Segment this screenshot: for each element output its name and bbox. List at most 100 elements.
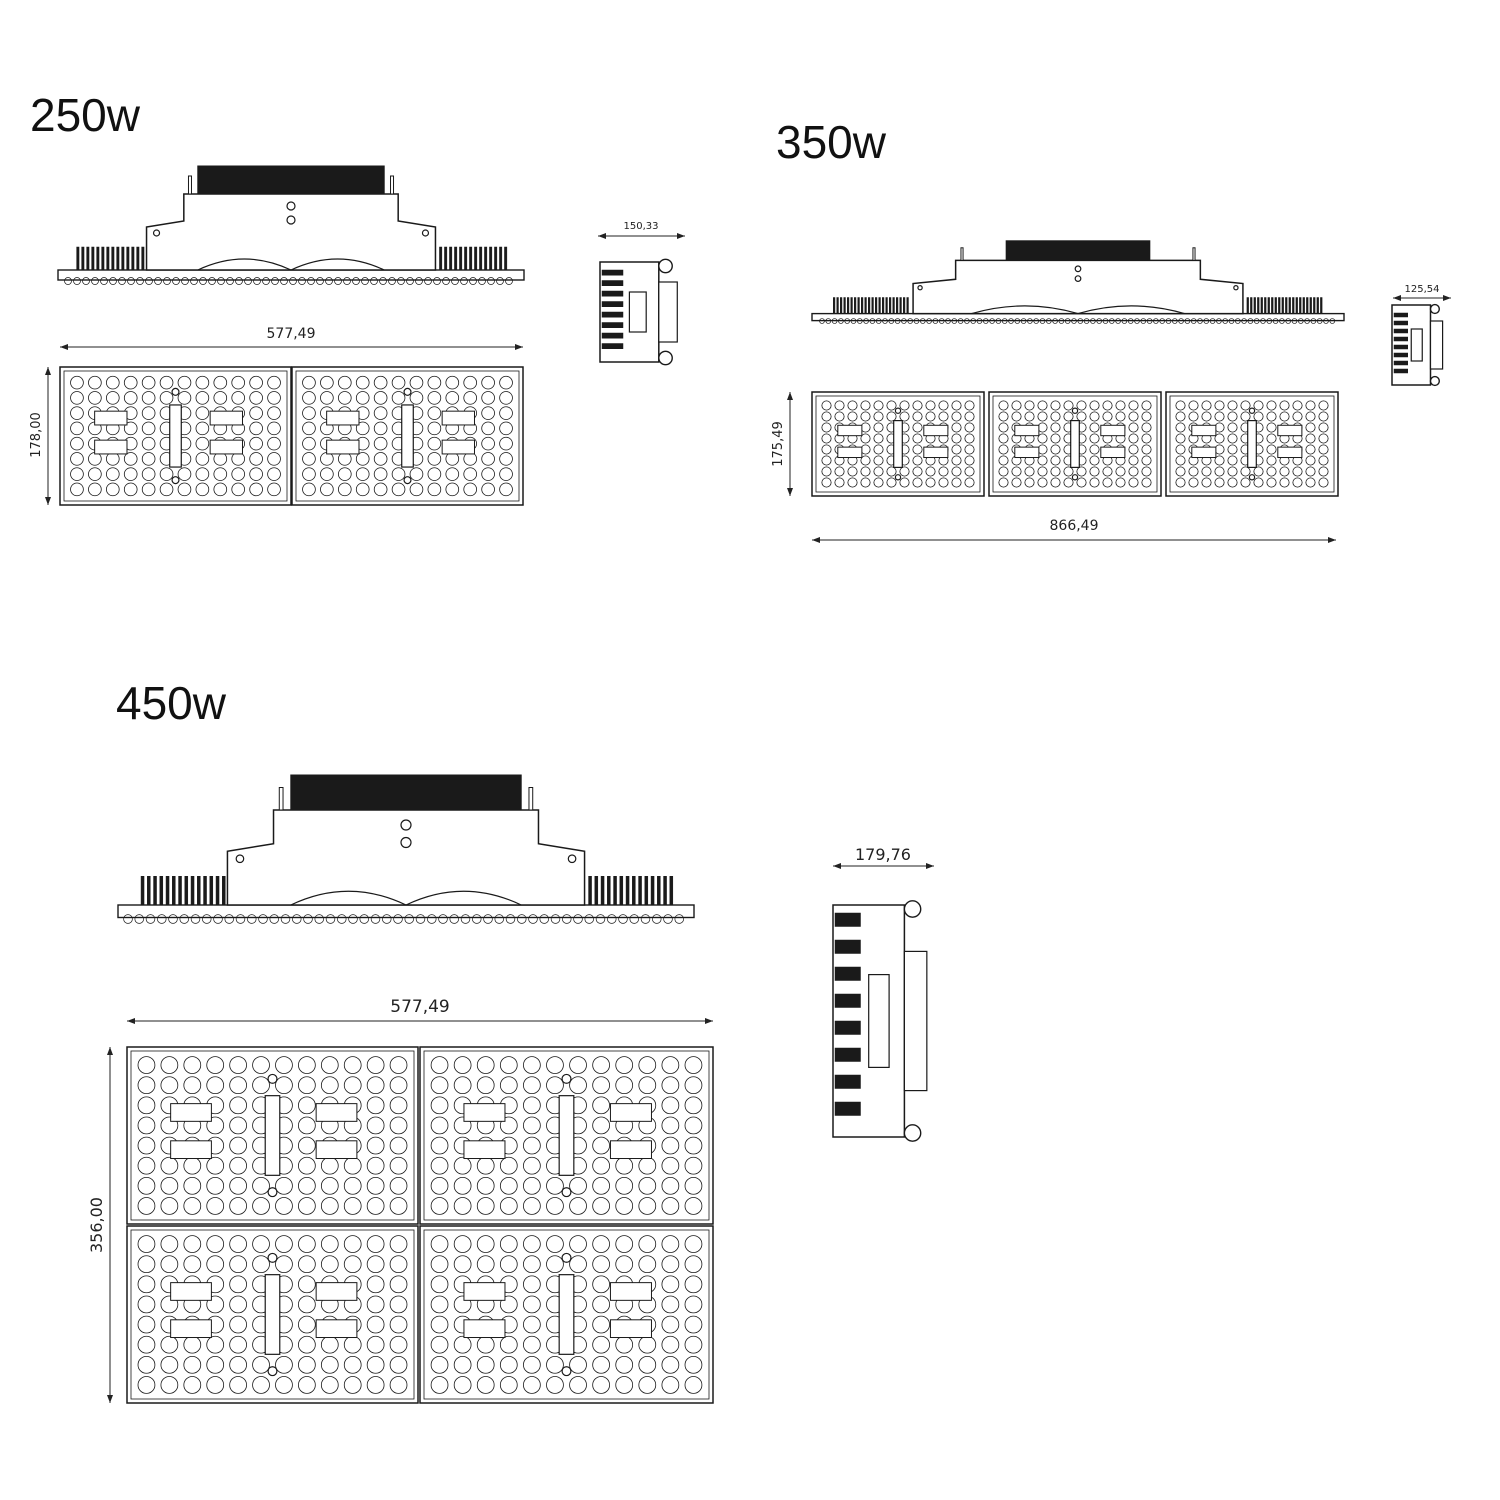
led-lens bbox=[1240, 477, 1251, 488]
led-strip bbox=[609, 1140, 652, 1160]
led-lens bbox=[366, 1295, 385, 1314]
lens-profile bbox=[1310, 318, 1317, 324]
lens-profile bbox=[316, 277, 324, 285]
led-lens bbox=[355, 482, 370, 497]
led-lens bbox=[1266, 444, 1277, 455]
height-dim-450w: 356,00 bbox=[87, 1197, 106, 1253]
cooling-fin bbox=[836, 297, 839, 314]
lens-profile bbox=[393, 914, 403, 924]
lens-profile bbox=[348, 914, 358, 924]
end-fin bbox=[834, 1074, 861, 1089]
led-lens bbox=[661, 1315, 680, 1334]
led-lens bbox=[229, 1056, 247, 1074]
lens-profile bbox=[970, 318, 976, 324]
led-lens bbox=[1050, 444, 1061, 455]
led-lens bbox=[366, 1335, 385, 1354]
led-lens bbox=[569, 1056, 587, 1074]
led-lens bbox=[1024, 477, 1035, 488]
led-lens bbox=[373, 391, 388, 405]
led-strip bbox=[1014, 446, 1040, 459]
led-lens bbox=[1102, 466, 1113, 477]
led-strip bbox=[609, 1282, 652, 1301]
led-lens bbox=[964, 466, 975, 477]
led-lens bbox=[88, 482, 102, 497]
led-lens bbox=[523, 1235, 541, 1253]
led-lens bbox=[389, 1156, 408, 1175]
cooling-fin bbox=[494, 246, 498, 271]
led-lens bbox=[1227, 433, 1238, 444]
led-lens bbox=[229, 1076, 247, 1095]
cooling-fin bbox=[1288, 297, 1291, 314]
led-lens bbox=[229, 1156, 247, 1175]
driver-bar bbox=[1247, 420, 1257, 469]
led-strip bbox=[1277, 424, 1303, 437]
driver-bar bbox=[558, 1274, 575, 1355]
led-lens bbox=[1240, 466, 1251, 477]
led-lens bbox=[373, 406, 388, 420]
lens-profile bbox=[343, 277, 351, 285]
housing-body bbox=[145, 193, 437, 271]
end-fin bbox=[601, 269, 624, 276]
lens-profile bbox=[280, 277, 288, 285]
led-lens bbox=[206, 1076, 225, 1095]
led-lens bbox=[183, 1355, 202, 1374]
lens-profile bbox=[964, 318, 970, 324]
led-lens bbox=[213, 375, 228, 390]
drawing-350w bbox=[787, 240, 1451, 543]
cooling-fin bbox=[190, 876, 195, 906]
led-lens bbox=[684, 1315, 703, 1334]
led-lens bbox=[252, 1255, 270, 1274]
led-lens bbox=[951, 466, 962, 477]
led-lens bbox=[1305, 466, 1316, 477]
led-lens bbox=[195, 421, 210, 436]
led-lens bbox=[1188, 466, 1199, 477]
led-lens bbox=[1201, 411, 1212, 422]
led-lens bbox=[229, 1235, 247, 1253]
lens-profile bbox=[618, 914, 628, 924]
lens-profile bbox=[388, 277, 396, 285]
led-lens bbox=[938, 466, 949, 477]
led-lens bbox=[206, 1156, 225, 1175]
depth-dim-350w: 125,54 bbox=[1405, 284, 1440, 295]
led-lens bbox=[252, 1056, 270, 1074]
screw-icon bbox=[917, 285, 923, 291]
led-lens bbox=[137, 1096, 156, 1115]
led-module bbox=[419, 1225, 714, 1404]
led-lens bbox=[195, 452, 210, 466]
led-lens bbox=[476, 1235, 495, 1253]
led-lens bbox=[229, 1116, 247, 1135]
led-lens bbox=[366, 1176, 385, 1195]
lens-profile bbox=[269, 914, 279, 924]
lens-profile bbox=[838, 318, 844, 324]
led-lens bbox=[389, 1376, 408, 1394]
lens-profile bbox=[831, 318, 838, 324]
led-lens bbox=[661, 1235, 680, 1253]
lens-profile bbox=[562, 914, 572, 924]
led-lens bbox=[1266, 411, 1277, 422]
led-module bbox=[59, 366, 292, 506]
lens-profile bbox=[496, 277, 504, 285]
led-lens bbox=[1063, 411, 1074, 422]
led-lens bbox=[912, 444, 923, 455]
lens-profile bbox=[1172, 318, 1178, 324]
led-lens bbox=[592, 1255, 610, 1274]
led-lens bbox=[938, 400, 949, 411]
cooling-fin bbox=[449, 246, 453, 271]
led-lens bbox=[1102, 400, 1113, 411]
led-lens bbox=[873, 455, 884, 466]
reflector-arc bbox=[290, 890, 522, 906]
led-strip bbox=[923, 446, 949, 459]
led-lens bbox=[1292, 477, 1303, 488]
led-lens bbox=[615, 1176, 634, 1195]
end-driver bbox=[903, 950, 928, 1092]
lens-profile bbox=[1159, 318, 1165, 324]
module-inner-frame bbox=[295, 370, 520, 502]
led-lens bbox=[430, 1156, 449, 1175]
cooling-fin bbox=[903, 297, 906, 314]
drawing-250w bbox=[45, 165, 685, 506]
lens-profile bbox=[1039, 318, 1046, 324]
side-view bbox=[117, 774, 695, 924]
led-lens bbox=[88, 375, 102, 390]
lens-profile bbox=[844, 318, 850, 324]
led-lens bbox=[1318, 444, 1329, 455]
